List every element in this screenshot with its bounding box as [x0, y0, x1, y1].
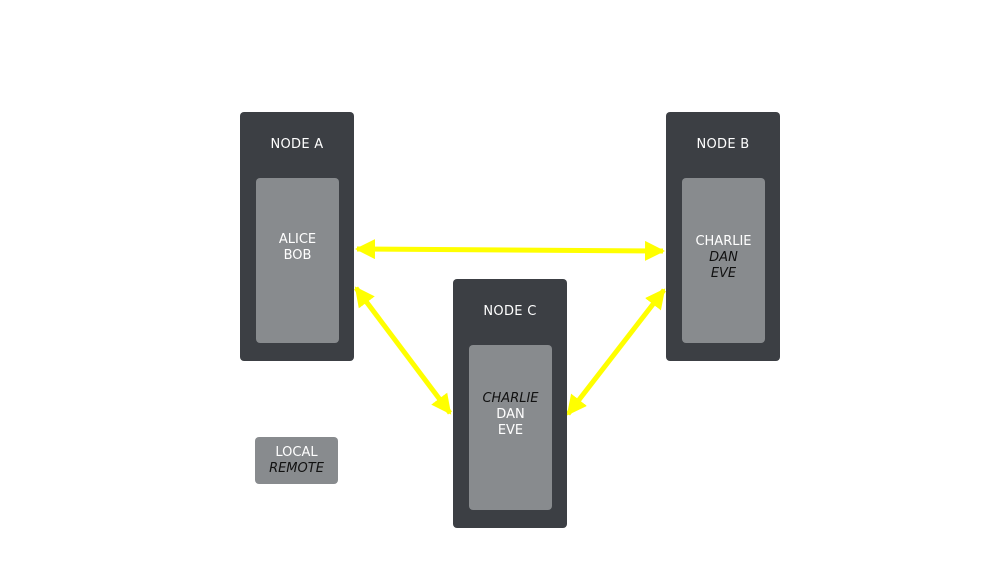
node-title: NODE A	[270, 137, 324, 152]
node-members: CHARLIE DAN EVE	[469, 345, 552, 510]
node-c: NODE C CHARLIE DAN EVE	[453, 279, 567, 528]
legend: LOCAL REMOTE	[255, 437, 338, 484]
node-b: NODE B CHARLIE DAN EVE	[666, 112, 780, 361]
member-remote: EVE	[710, 266, 737, 281]
node-title: NODE C	[483, 304, 537, 319]
member-local: BOB	[283, 248, 312, 263]
member-local: EVE	[497, 423, 524, 438]
legend-local: LOCAL	[275, 444, 318, 460]
node-a: NODE A ALICE BOB	[240, 112, 354, 361]
member-local: CHARLIE	[695, 234, 752, 249]
node-members: CHARLIE DAN EVE	[682, 178, 765, 343]
member-local: DAN	[496, 407, 525, 422]
node-members: ALICE BOB	[256, 178, 339, 343]
arrow-a-b	[355, 239, 665, 261]
member-remote: CHARLIE	[482, 391, 539, 406]
member-remote: DAN	[709, 250, 738, 265]
member-local: ALICE	[278, 232, 317, 247]
arrow-b-c	[566, 288, 666, 416]
legend-remote: REMOTE	[269, 460, 324, 476]
arrow-a-c	[354, 286, 452, 415]
node-title: NODE B	[696, 137, 750, 152]
